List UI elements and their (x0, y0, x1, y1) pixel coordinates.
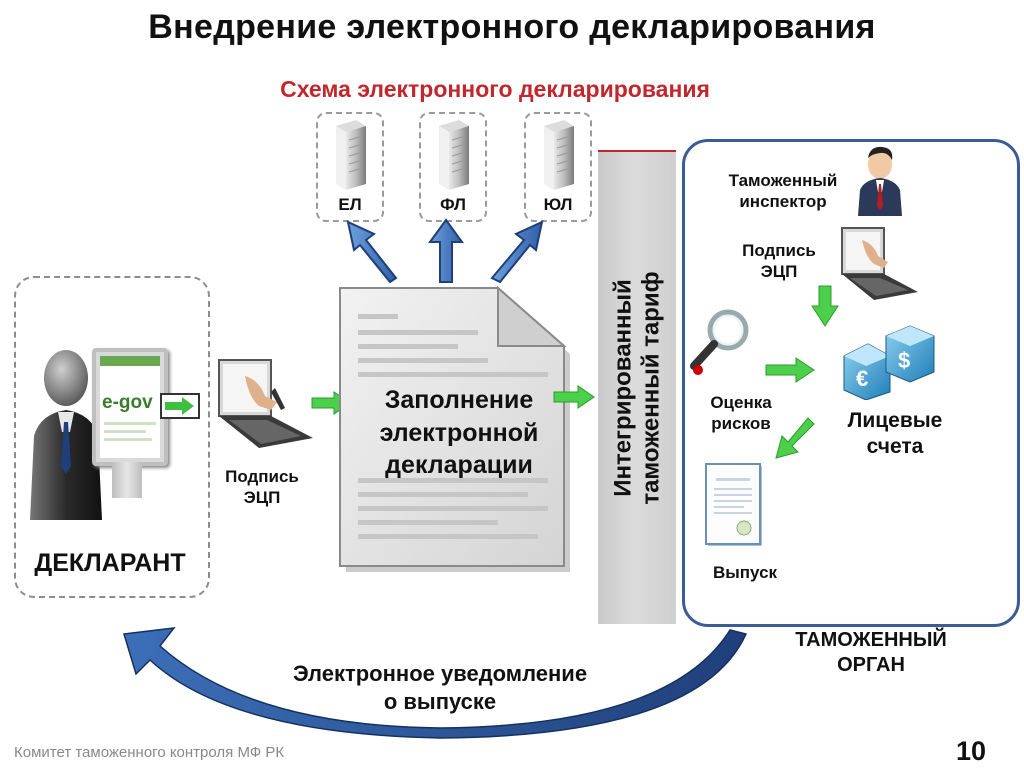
screen-line (104, 430, 146, 433)
sign-right-label: Подпись ЭЦП (724, 240, 834, 283)
declarant-panel (14, 276, 210, 598)
screen-line (104, 422, 156, 425)
notification-line1: Электронное уведомление (292, 661, 588, 686)
accounts-line2: счета (866, 435, 924, 459)
footer-text: Комитет таможенного контроля МФ РК (14, 744, 285, 761)
inspector-person-icon (858, 146, 902, 216)
inspector-label: Таможенный инспектор (708, 170, 858, 213)
diagram-subtitle-text: Схема электронного декларирования (280, 76, 710, 102)
document-line1: Заполнение (384, 386, 534, 414)
integrated-tariff-bar: Интегрированный таможенный тариф (598, 150, 676, 624)
risk-label: Оценка рисков (696, 392, 786, 435)
egov-screen: e-gov (100, 356, 160, 458)
laptop-sign-icon (218, 359, 313, 448)
inspector-line1: Таможенный (728, 171, 838, 190)
page-number: 10 (956, 736, 987, 766)
declaration-document (339, 285, 570, 572)
arrow-up-icon (428, 218, 464, 283)
tariff-line2: таможенный тариф (637, 271, 664, 505)
risk-line2: рисков (711, 414, 771, 434)
accounts-label: Лицевые счета (840, 408, 950, 461)
server-el: ЕЛ (316, 112, 384, 222)
customs-panel (682, 139, 1020, 627)
tariff-line1: Интегрированный (609, 279, 637, 497)
declarant-person-icon (30, 350, 102, 520)
server-icon (439, 120, 469, 190)
server-icon (544, 120, 574, 190)
server-icon (336, 120, 366, 190)
arrow-up-right-icon (490, 220, 544, 284)
svg-text:€: € (856, 366, 868, 391)
sign-left-label: Подпись ЭЦП (222, 466, 302, 509)
green-arrow-down-icon (811, 285, 839, 327)
declarant-label: ДЕКЛАРАНТ (34, 549, 186, 577)
server-yul: ЮЛ (524, 112, 592, 222)
sign-left-line1: Подпись (225, 467, 299, 486)
notification-line2: о выпуске (383, 688, 497, 714)
notification-label: Электронное уведомление о выпуске (240, 660, 640, 715)
server-fl: ФЛ (419, 112, 487, 222)
egov-logo: e-gov (102, 392, 153, 413)
notification-return-arrow (123, 627, 748, 739)
tariff-label: Интегрированный таможенный тариф (609, 271, 664, 504)
document-line3: декларации (385, 451, 533, 479)
sign-right-line2: ЭЦП (760, 262, 798, 282)
server-yul-label: ЮЛ (543, 195, 573, 214)
output-box (160, 393, 200, 419)
server-fl-label: ФЛ (440, 195, 466, 214)
release-certificate-icon (705, 463, 762, 546)
inspector-line2: инспектор (739, 192, 827, 212)
currency-cubes-icon: € $ (843, 325, 935, 400)
magnifier-icon (690, 309, 749, 375)
egov-monitor: e-gov (92, 348, 168, 466)
customs-authority-line1: ТАМОЖЕННЫЙ (795, 629, 947, 651)
arrow-up-left-icon (346, 220, 398, 284)
sign-left-line2: ЭЦП (243, 488, 281, 508)
sign-right-line1: Подпись (742, 241, 816, 260)
arrows-to-servers (346, 218, 544, 284)
server-el-label: ЕЛ (338, 195, 362, 214)
green-arrow-down-left-icon (775, 417, 815, 459)
green-arrow-icon (553, 385, 595, 409)
document-label: Заполнение электронной декларации (346, 384, 572, 482)
laptop-sign-icon (841, 227, 918, 300)
svg-text:$: $ (898, 348, 910, 373)
risk-line1: Оценка (710, 393, 772, 412)
green-arrow-icon (165, 397, 194, 415)
screen-line (104, 438, 152, 441)
accounts-line1: Лицевые (847, 409, 943, 432)
release-label: Выпуск (712, 563, 778, 582)
monitor-stand (112, 462, 142, 498)
page-title: Внедрение электронного декларирования (148, 8, 876, 46)
egov-header-bar (100, 356, 160, 366)
diagram-subtitle: Схема электронного декларирования (0, 76, 1024, 103)
green-arrow-icon (765, 357, 815, 383)
document-line2: электронной (379, 418, 539, 447)
customs-authority-line2: ОРГАН (837, 654, 905, 676)
customs-authority-label: ТАМОЖЕННЫЙ ОРГАН (764, 628, 978, 678)
